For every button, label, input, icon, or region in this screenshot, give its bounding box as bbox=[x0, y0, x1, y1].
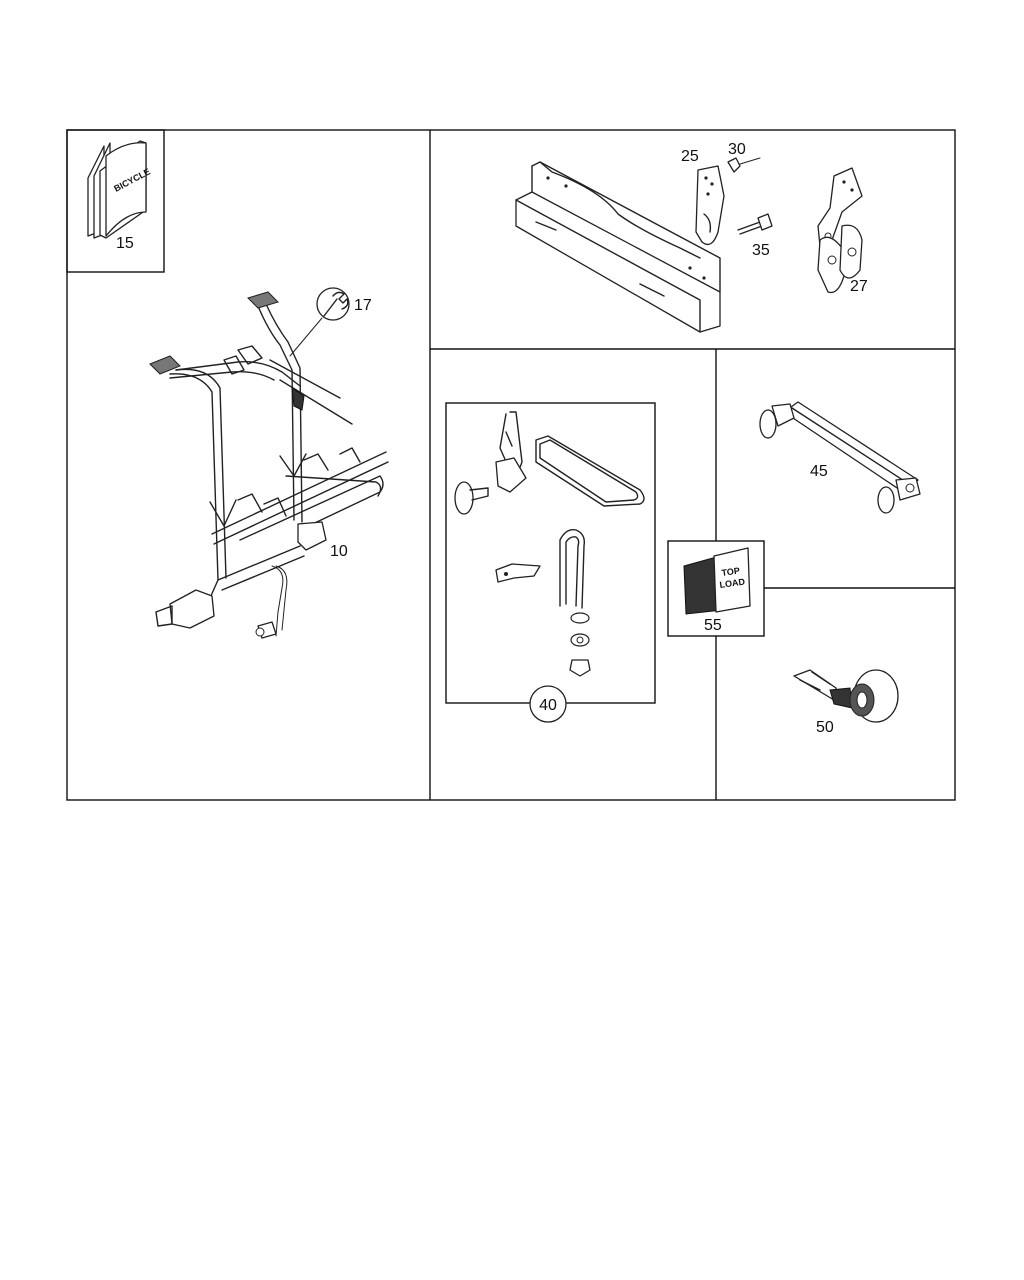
callout-30: 30 bbox=[728, 141, 746, 158]
callout-27: 27 bbox=[850, 278, 868, 295]
callout-40-circle bbox=[529, 685, 567, 723]
callout-55: 55 bbox=[704, 617, 722, 634]
callout-25: 25 bbox=[681, 148, 699, 165]
bike-rack-carrier-drawing bbox=[149, 291, 389, 639]
wrench-icon bbox=[289, 287, 350, 357]
callout-35: 35 bbox=[752, 242, 770, 259]
mounting-rail-drawing bbox=[515, 161, 725, 333]
callout-17: 17 bbox=[354, 297, 372, 314]
strap-drawing bbox=[793, 669, 899, 723]
top-load-manual-drawing: TOP LOAD bbox=[683, 547, 751, 615]
screw-drawing bbox=[737, 213, 773, 235]
top-load-text-line1: TOP bbox=[721, 566, 741, 578]
small-bolt-drawing bbox=[727, 157, 761, 173]
bracket-plates-drawing bbox=[817, 167, 863, 294]
bicycle-manual-drawing: BICYCLE bbox=[87, 140, 152, 239]
top-load-text-line2: LOAD bbox=[719, 576, 746, 590]
callout-40: 40 bbox=[539, 697, 557, 714]
callout-45: 45 bbox=[810, 463, 828, 480]
callout-50: 50 bbox=[816, 719, 834, 736]
hardware-kit-drawing bbox=[454, 411, 645, 677]
load-bar-drawing bbox=[759, 401, 921, 514]
callout-15: 15 bbox=[116, 235, 134, 252]
callout-10: 10 bbox=[330, 543, 348, 560]
